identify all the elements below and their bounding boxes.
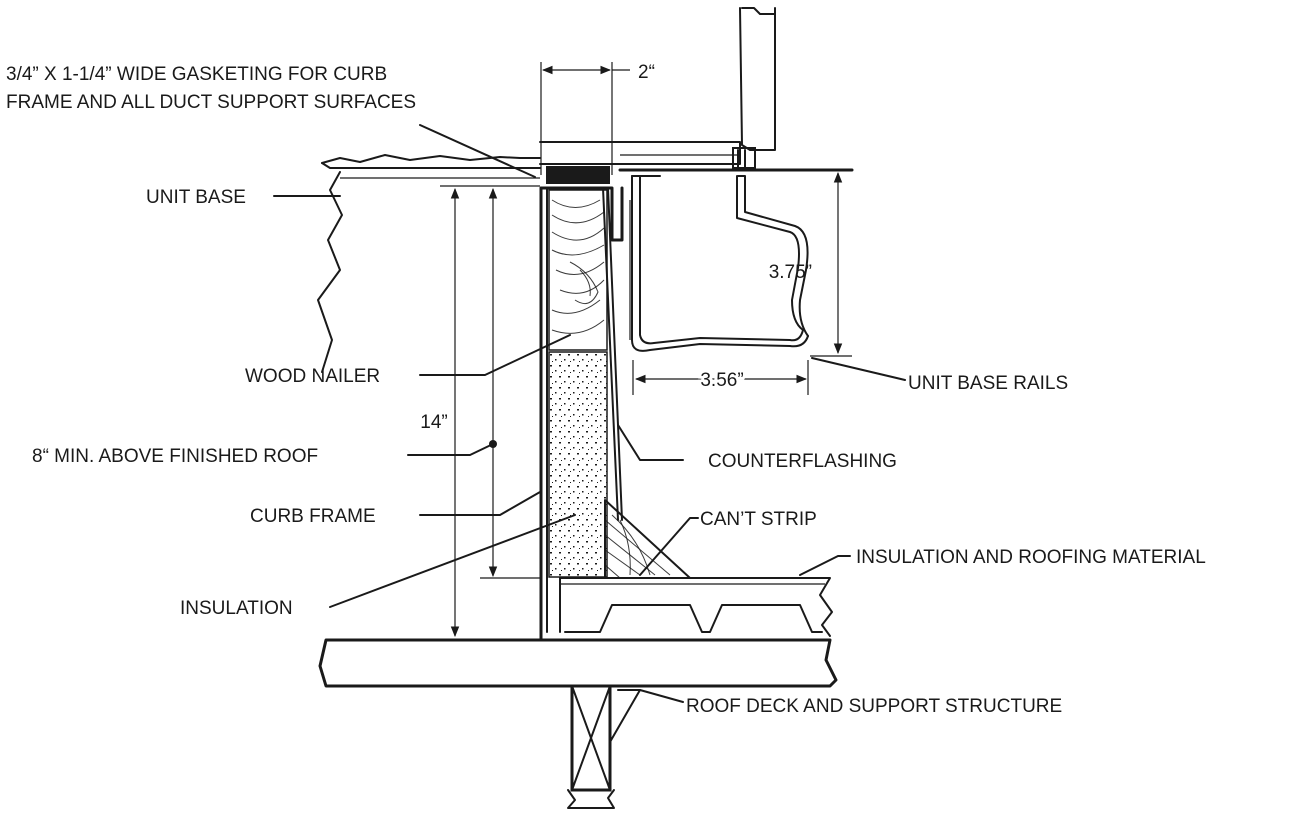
label-unit-base: UNIT BASE	[146, 187, 246, 208]
roofing-material	[559, 577, 833, 637]
dim-label-curb-width: 2“	[638, 62, 655, 83]
dim-label-rail-height: 3.75”	[769, 262, 812, 283]
leader-lines	[273, 124, 906, 743]
dim-curb-width	[540, 62, 630, 175]
gasket	[546, 166, 610, 184]
unit-base-rail	[631, 175, 809, 352]
counterflashing	[602, 187, 631, 521]
insulation-fill	[548, 351, 608, 578]
dim-rail-width	[632, 360, 809, 395]
label-insulation-roofing: INSULATION AND ROOFING MATERIAL	[856, 547, 1206, 568]
label-wood-nailer: WOOD NAILER	[245, 366, 380, 387]
label-roof-deck: ROOF DECK AND SUPPORT STRUCTURE	[686, 696, 1062, 717]
label-cant-strip: CAN’T STRIP	[700, 509, 817, 530]
unit-base-sheet	[317, 154, 541, 373]
wood-nailer	[548, 189, 608, 351]
dim-label-rail-width: 3.56”	[700, 370, 743, 391]
dim-rail-height	[810, 171, 852, 357]
dim-min-above-roof	[480, 187, 540, 579]
label-insulation: INSULATION	[180, 598, 293, 619]
label-gasketing-line2: FRAME AND ALL DUCT SUPPORT SURFACES	[6, 92, 416, 113]
label-unit-base-rails: UNIT BASE RAILS	[908, 373, 1068, 394]
unit-panel	[539, 7, 854, 172]
roof-deck	[318, 638, 838, 688]
support-beam	[567, 684, 615, 809]
label-curb-frame: CURB FRAME	[250, 506, 376, 527]
dim-label-curb-height: 14”	[420, 412, 447, 433]
label-gasketing-line1: 3/4” X 1-1/4” WIDE GASKETING FOR CURB	[6, 64, 387, 85]
label-min-above-roof: 8“ MIN. ABOVE FINISHED ROOF	[32, 446, 318, 467]
dim-curb-height	[440, 185, 540, 638]
label-counterflashing: COUNTERFLASHING	[708, 451, 897, 472]
